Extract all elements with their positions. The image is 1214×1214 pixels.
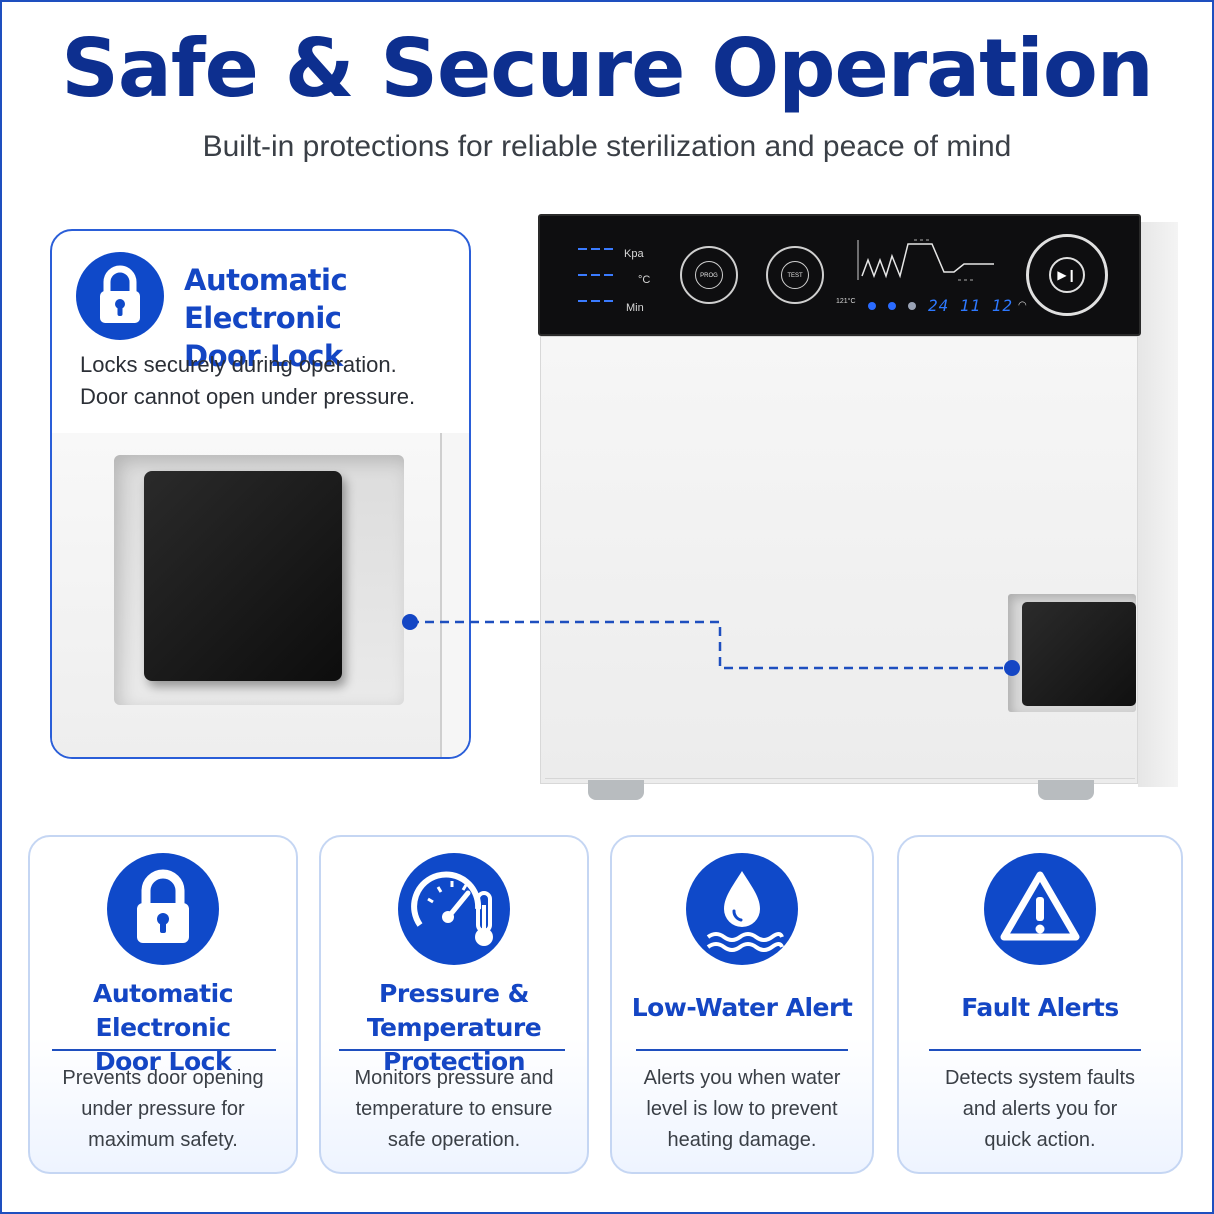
machine-foot-right: [1038, 780, 1094, 800]
min-display: [578, 300, 614, 302]
detail-description: Locks securely during operation. Door ca…: [80, 349, 460, 413]
feature-title: Low-Water Alert: [622, 991, 862, 1025]
lock-icon: [76, 252, 164, 340]
feature-title: Fault Alerts: [909, 991, 1171, 1025]
water-drop-icon: [686, 853, 798, 965]
feature-card-door-lock: Automatic Electronic Door Lock Prevents …: [28, 835, 298, 1174]
unit-celsius: °C: [638, 274, 651, 286]
kpa-display: [578, 248, 614, 250]
feature-card-low-water: Low-Water Alert Alerts you when water le…: [610, 835, 874, 1174]
test-knob[interactable]: TEST: [766, 246, 824, 304]
prog-knob-label: PROG: [695, 261, 723, 289]
feature-divider: [636, 1049, 848, 1051]
feature-desc-line1: Prevents door opening: [62, 1067, 264, 1089]
lock-icon: [107, 853, 219, 965]
machine-body: [540, 336, 1138, 784]
feature-desc-line1: Monitors pressure and: [354, 1067, 554, 1089]
page-subtitle: Built-in protections for reliable steril…: [202, 130, 1012, 163]
cycle-graph-icon: [857, 239, 994, 281]
status-led-3: [908, 302, 916, 310]
feature-desc-line3: maximum safety.: [88, 1129, 238, 1151]
control-panel: Kpa °C Min PROG TEST 121°C 24 11 12 ◠ ▶❙: [538, 214, 1141, 336]
feature-description: Monitors pressure and temperature to ens…: [335, 1063, 573, 1156]
status-led-1: [868, 302, 876, 310]
feature-desc-line2: under pressure for: [81, 1098, 245, 1120]
feature-description: Detects system faults and alerts you for…: [913, 1063, 1167, 1156]
page-title: Safe & Secure Operation: [61, 22, 1154, 115]
warning-icon: [984, 853, 1096, 965]
photo-side: [442, 433, 469, 757]
feature-title-line1: Fault Alerts: [961, 993, 1119, 1022]
feature-title-line1: Automatic Electronic: [92, 979, 234, 1042]
feature-desc-line1: Alerts you when water: [643, 1067, 841, 1089]
feature-divider: [339, 1049, 565, 1051]
unit-kpa: Kpa: [624, 248, 644, 260]
feature-desc-line3: safe operation.: [387, 1129, 521, 1151]
feature-desc-line3: quick action.: [984, 1129, 1096, 1151]
detail-title-line1: Automatic Electronic: [184, 263, 348, 335]
feature-desc-line2: and alerts you for: [962, 1098, 1118, 1120]
door-lock-detail-card: Automatic Electronic Door Lock Locks sec…: [50, 229, 471, 759]
feature-title-line1: Pressure & Temperature: [366, 979, 542, 1042]
feature-divider: [929, 1049, 1141, 1051]
detail-title-line2: Door Lock: [184, 339, 343, 373]
photo-edge: [440, 433, 442, 757]
feature-card-pressure-temp: Pressure & Temperature Protection Monito…: [319, 835, 589, 1174]
status-led-2: [888, 302, 896, 310]
wifi-icon: ◠: [1018, 300, 1027, 311]
machine-lock-block: [1022, 602, 1136, 706]
temp-readout: 121°C: [836, 298, 856, 305]
prog-knob[interactable]: PROG: [680, 246, 738, 304]
unit-min: Min: [626, 302, 644, 314]
sterilizer-machine: Kpa °C Min PROG TEST 121°C 24 11 12 ◠ ▶❙: [538, 214, 1178, 804]
machine-foot-left: [588, 780, 644, 800]
feature-desc-line2: level is low to prevent: [646, 1098, 838, 1120]
door-lock-closeup-photo: [52, 433, 469, 757]
feature-title-line2: Protection: [382, 1047, 526, 1076]
detail-desc-line1: Locks securely during operation.: [80, 352, 397, 377]
feature-description: Alerts you when water level is low to pr…: [626, 1063, 858, 1156]
feature-title-line2: Door Lock: [94, 1047, 232, 1076]
feature-description: Prevents door opening under pressure for…: [44, 1063, 282, 1156]
feature-desc-line3: heating damage.: [667, 1129, 817, 1151]
feature-card-fault-alerts: Fault Alerts Detects system faults and a…: [897, 835, 1183, 1174]
machine-door: [545, 343, 1135, 779]
lock-block: [144, 471, 342, 681]
feature-title: Automatic Electronic Door Lock: [40, 977, 286, 1079]
detail-title: Automatic Electronic Door Lock: [184, 261, 464, 375]
machine-side: [1138, 222, 1178, 787]
temp-display: [578, 274, 614, 276]
feature-desc-line1: Detects system faults: [944, 1067, 1136, 1089]
feature-divider: [52, 1049, 276, 1051]
clock-display: 24 11 12: [928, 296, 1014, 315]
play-pause-icon[interactable]: ▶❙: [1049, 257, 1085, 293]
feature-desc-line2: temperature to ensure: [355, 1098, 553, 1120]
test-knob-label: TEST: [781, 261, 809, 289]
feature-title-line1: Low-Water Alert: [631, 993, 853, 1022]
feature-title: Pressure & Temperature Protection: [331, 977, 577, 1079]
detail-desc-line2: Door cannot open under pressure.: [80, 384, 416, 409]
gauge-thermometer-icon: [398, 853, 510, 965]
main-control-knob[interactable]: ▶❙: [1026, 234, 1108, 316]
